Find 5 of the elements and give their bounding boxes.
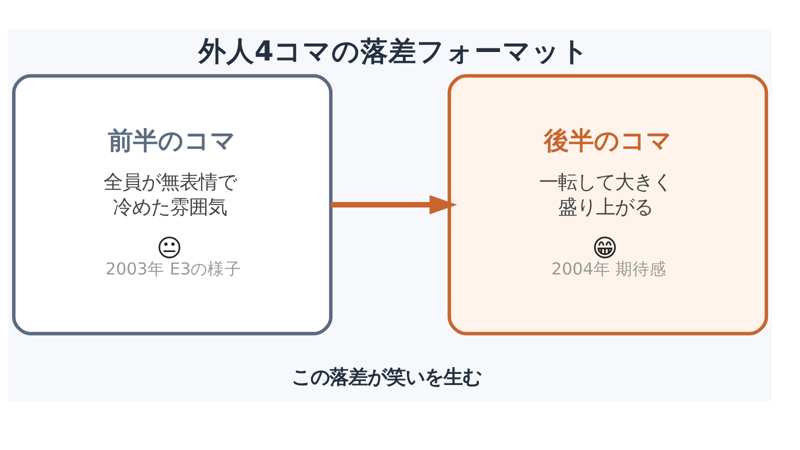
node-box: 後半のコマ 一転して大きく盛り上がる 😁 2004年 期待感 <box>448 74 768 336</box>
diagram-title: 外人4コマの落差フォーマット <box>198 36 590 68</box>
node-box: 前半のコマ 全員が無表情で冷めた雰囲気 😐 2003年 E3の様子 <box>12 74 333 336</box>
label: この落差が笑いを生む <box>292 366 482 389</box>
arrow <box>330 195 458 214</box>
